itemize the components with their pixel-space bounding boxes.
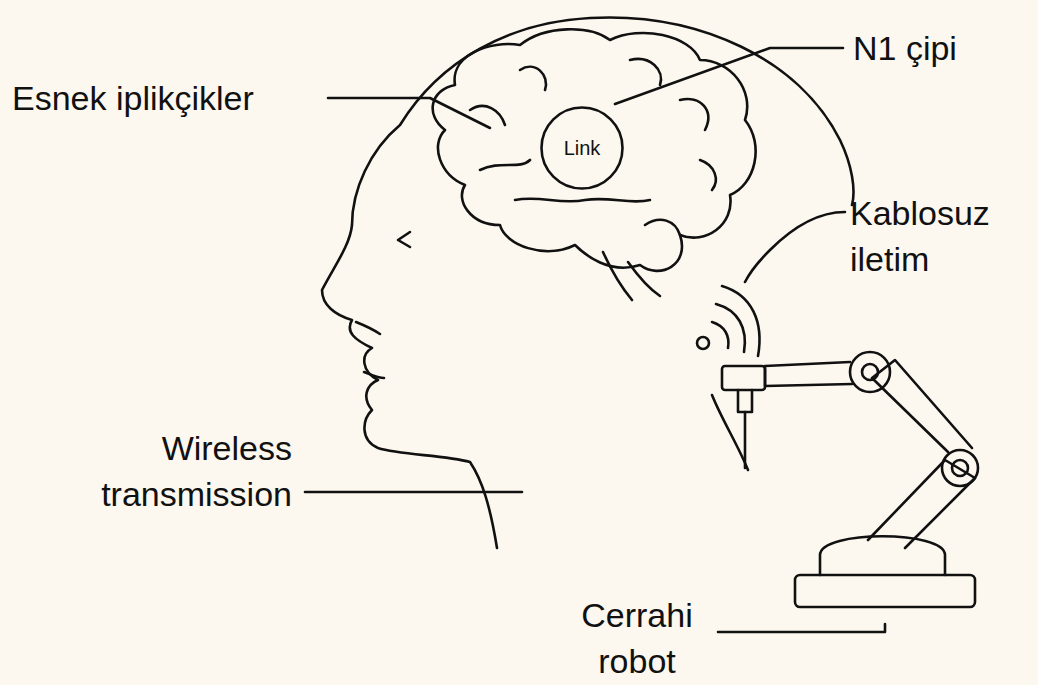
brain-sulcus (680, 99, 708, 130)
brain-stem (628, 262, 660, 296)
head-outline (322, 17, 854, 548)
brain-outline (433, 29, 756, 271)
part-label: Cerrahi robot (552, 592, 722, 684)
part-label: N1 çipi (853, 25, 957, 71)
wireless-dot (697, 337, 709, 349)
robot-base (795, 575, 975, 607)
brain-sulcus (470, 106, 505, 125)
leader-line (718, 624, 885, 632)
leader-line (305, 491, 522, 494)
robot-joint (862, 364, 878, 380)
brain-sulcus (480, 160, 530, 170)
brain-sulcus (630, 59, 661, 85)
eye (398, 232, 410, 247)
robot-needle (744, 412, 747, 468)
part-label: Kablosuz iletim (850, 190, 1035, 282)
neck-back (712, 395, 748, 470)
chip-label: Link (564, 136, 601, 160)
robot-upper-arm (872, 360, 972, 452)
robot-dome (820, 536, 945, 575)
robot-joint (942, 450, 978, 486)
leader-line (745, 212, 845, 282)
robot-joint (850, 352, 890, 392)
robot-forearm (765, 362, 852, 386)
brain-sulcus (700, 160, 716, 190)
brain-sulcus (520, 67, 546, 90)
part-label: Esnek iplikçikler (12, 75, 254, 121)
robot-joint (952, 460, 968, 476)
leader-line (615, 48, 843, 104)
brain-sulcus (645, 220, 680, 235)
wireless-wave (712, 322, 728, 348)
part-label: Wireless transmission (32, 425, 292, 517)
lip-line (364, 372, 384, 378)
brain-sulcus (515, 199, 650, 202)
brain-stem (603, 252, 632, 300)
wireless-wave (722, 286, 760, 356)
robot-tool-head (722, 366, 765, 390)
robot-lower-arm (868, 460, 975, 548)
robot-tool (738, 390, 752, 412)
leader-line (328, 98, 490, 128)
chip-circle: Link (540, 106, 624, 190)
wireless-wave (716, 304, 745, 352)
mouth (356, 322, 380, 334)
